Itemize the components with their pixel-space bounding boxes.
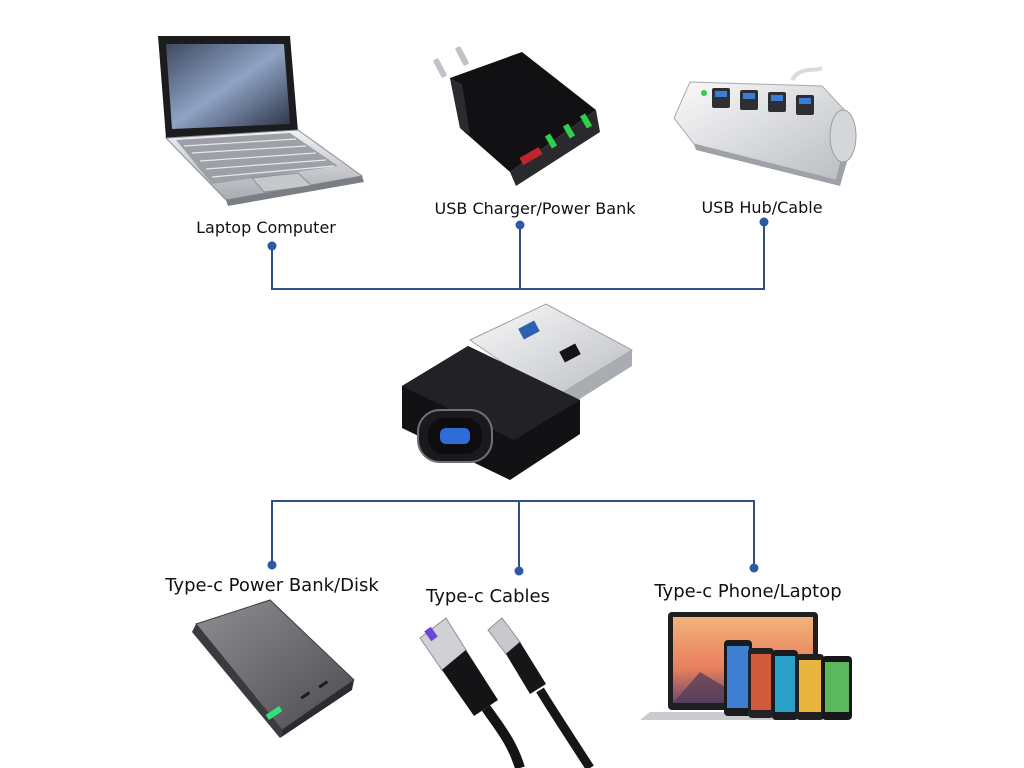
- wall-charger-icon: [433, 46, 600, 186]
- phones-laptop-icon: [640, 612, 852, 720]
- label-phone-laptop: Type-c Phone/Laptop: [654, 581, 842, 602]
- usb-a-to-type-c-adapter-icon: [402, 303, 634, 480]
- node-charger: [515, 220, 525, 230]
- node-laptop: [267, 241, 277, 251]
- node-devices: [749, 563, 759, 573]
- label-usb-hub: USB Hub/Cable: [701, 198, 823, 217]
- label-cables: Type-c Cables: [426, 586, 550, 607]
- power-bank-icon: [192, 599, 355, 738]
- top-connector: [271, 222, 765, 290]
- usb-cables-icon: [419, 617, 594, 768]
- usb-hub-icon: [673, 66, 857, 186]
- node-cables: [514, 566, 524, 576]
- connector-nodes: [267, 217, 769, 576]
- label-usb-charger: USB Charger/Power Bank: [434, 199, 636, 218]
- label-power-bank: Type-c Power Bank/Disk: [165, 575, 379, 596]
- label-laptop-computer: Laptop Computer: [196, 218, 336, 237]
- node-powerbank: [267, 560, 277, 570]
- node-hub: [759, 217, 769, 227]
- laptop-icon: [158, 36, 364, 206]
- bottom-connector: [271, 500, 755, 571]
